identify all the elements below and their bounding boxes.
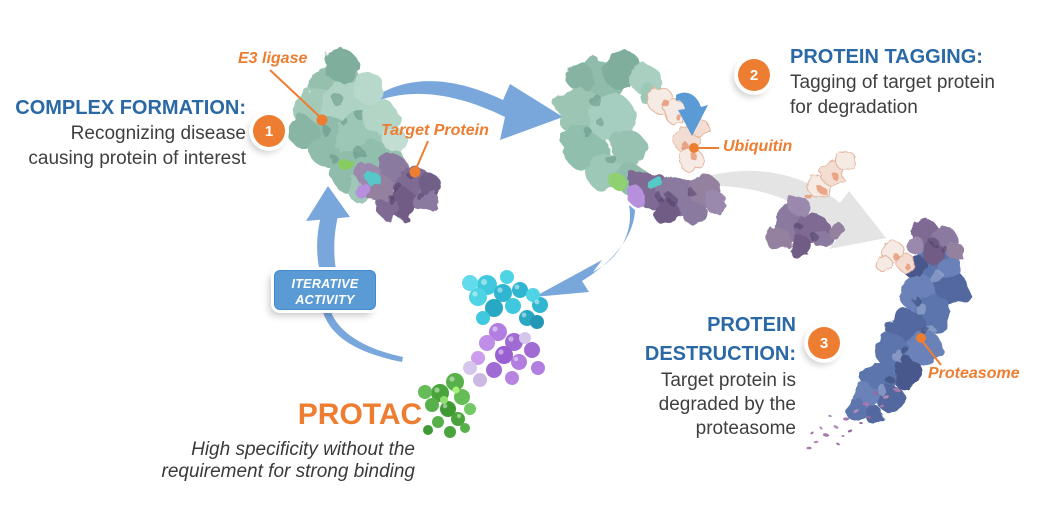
degraded-protein-fragments — [806, 387, 901, 450]
step-2-description-line-1: Tagging of target protein — [790, 72, 995, 93]
step-1-description-line-2: causing protein of interest — [28, 148, 246, 169]
protac-ligand-cyan — [462, 270, 548, 329]
step-1-title: COMPLEX FORMATION: — [15, 97, 246, 119]
protac-ligand-green — [418, 373, 476, 438]
tagged-protein-on-proteasome — [875, 219, 964, 273]
tagged-protein-molecule — [765, 196, 844, 259]
protac-subtitle: High specificity without the requirement… — [105, 439, 415, 483]
step-3-text-block: PROTEIN DESTRUCTION: Target protein is d… — [556, 311, 796, 441]
proteasome-label: Proteasome — [928, 365, 1020, 382]
target-protein-pointer-dot — [409, 166, 421, 178]
arrow-tagging-to-protac — [534, 205, 635, 297]
step-2-title: PROTEIN TAGGING: — [790, 46, 983, 68]
target-protein-label: Target Protein — [381, 122, 489, 139]
label-pointer-dots — [316, 114, 926, 343]
step-2-description-line-2: for degradation — [790, 97, 918, 118]
step-2-text-block: PROTEIN TAGGING: Tagging of target prote… — [790, 45, 1060, 120]
proteasome-pointer-dot — [916, 333, 926, 343]
iterative-activity-line-2: ACTIVITY — [295, 293, 355, 307]
protac-title: PROTAC — [297, 398, 423, 431]
step-1-description-line-1: Recognizing disease — [70, 123, 246, 144]
e3-ligase-pointer-dot — [316, 114, 328, 126]
proteasome-pointer-line — [922, 341, 942, 366]
protac-subtitle-line-1: High specificity without the — [191, 439, 415, 460]
step-3-title-line-1: PROTEIN — [707, 314, 796, 336]
iterative-activity-box: ITERATIVE ACTIVITY — [274, 270, 376, 310]
step-3-badge: 3 — [808, 327, 840, 359]
arrow-ubiquitin-transfer — [676, 92, 708, 136]
step-3-title-line-2: DESTRUCTION: — [644, 343, 796, 365]
iterative-cycle-arrow — [306, 186, 403, 362]
ubiquitin-tag — [805, 150, 857, 199]
protac-subtitle-line-2: requirement for strong binding — [161, 461, 415, 482]
e3-ligase-pointer-line — [269, 69, 320, 117]
e3-ligase-ring-molecule — [556, 50, 661, 196]
step-1-text-block: COMPLEX FORMATION: Recognizing disease c… — [0, 96, 246, 171]
step-3-description-line-2: degraded by the — [658, 394, 796, 415]
iterative-activity-line-1: ITERATIVE — [291, 277, 359, 291]
target-protein-pointer-line — [415, 140, 429, 170]
ubiquitin-label: Ubiquitin — [723, 138, 793, 155]
protac-linker-purple — [463, 323, 545, 387]
label-pointers — [269, 69, 942, 366]
target-protein-molecule — [340, 154, 441, 219]
protac-ball-highlights — [434, 279, 540, 419]
step-1-badge: 1 — [253, 115, 285, 147]
step-3-description-line-3: proteasome — [695, 418, 796, 439]
target-protein-molecule-2 — [611, 168, 726, 226]
step-2-badge: 2 — [738, 59, 770, 91]
ubiquitin-pointer-dot — [689, 143, 699, 153]
protac-molecule — [418, 270, 548, 438]
e3-ligase-label: E3 ligase — [238, 50, 308, 67]
step-3-description-line-1: Target protein is — [660, 370, 796, 391]
arrow-complex-to-tagging — [371, 81, 563, 140]
e3-ligase-molecule — [288, 48, 407, 204]
